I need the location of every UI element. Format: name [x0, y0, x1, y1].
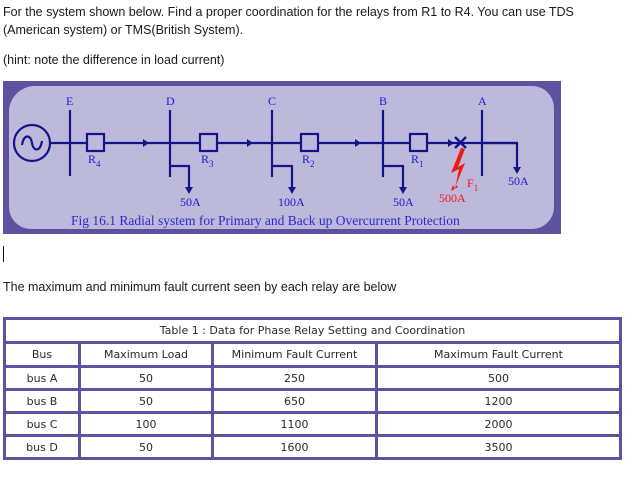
load-label-a: 50A [508, 174, 529, 188]
fault-x-icon [454, 136, 467, 149]
relay-label-r2: R2 [302, 152, 315, 169]
table-row: bus D 50 1600 3500 [3, 434, 622, 460]
cell-bus: bus D [3, 434, 81, 460]
fault-label: F1 [467, 176, 478, 193]
cell-min-fault: 1600 [211, 434, 378, 460]
cell-max-load: 50 [78, 434, 214, 460]
cell-max-load: 50 [78, 365, 214, 391]
text-cursor [3, 246, 4, 262]
bus-label-a: A [478, 94, 487, 108]
load-branch-a [482, 141, 519, 169]
cell-max-fault: 2000 [375, 411, 622, 437]
table-row: bus A 50 250 500 [3, 365, 622, 391]
column-header-max-fault: Maximum Fault Current [375, 341, 622, 368]
load-arrow-icon [513, 167, 521, 174]
radial-system-figure: E D C B A R4 R3 R2 R1 50A 100A 50A 50A F… [3, 81, 561, 234]
load-label-d: 50A [180, 195, 201, 209]
bus-label-e: E [66, 94, 73, 108]
bus-label-c: C [268, 94, 276, 108]
table-row: bus C 100 1100 2000 [3, 411, 622, 437]
load-branch-c [272, 164, 294, 189]
load-branch-b [383, 164, 405, 189]
question-paragraph: For the system shown below. Find a prope… [3, 5, 574, 37]
flow-arrow-icon [448, 139, 454, 147]
load-label-c: 100A [278, 195, 305, 209]
flow-arrow-icon [247, 139, 253, 147]
figure-panel [9, 86, 554, 229]
relay-label-r3: R3 [201, 152, 214, 169]
cell-min-fault: 1100 [211, 411, 378, 437]
cell-bus: bus A [3, 365, 81, 391]
bus-label-b: B [379, 94, 387, 108]
fault-current-label: 500A [439, 191, 466, 205]
relay-r4-box [85, 132, 106, 153]
cell-max-load: 50 [78, 388, 214, 414]
relay-label-r4: R4 [88, 152, 101, 169]
relay-r1-box [408, 132, 429, 153]
cell-max-fault: 1200 [375, 388, 622, 414]
load-arrow-icon [288, 187, 296, 194]
load-arrow-icon [185, 187, 193, 194]
column-header-bus: Bus [3, 341, 81, 368]
cell-max-fault: 500 [375, 365, 622, 391]
cell-bus: bus B [3, 388, 81, 414]
relay-data-table: Table 1 : Data for Phase Relay Setting a… [3, 317, 622, 460]
table-header-row: Bus Maximum Load Minimum Fault Current M… [3, 341, 622, 368]
flow-arrow-icon [143, 139, 149, 147]
column-header-max-load: Maximum Load [78, 341, 214, 368]
bus-label-d: D [166, 94, 175, 108]
cell-min-fault: 650 [211, 388, 378, 414]
cell-max-load: 100 [78, 411, 214, 437]
cell-max-fault: 3500 [375, 434, 622, 460]
relay-label-r1: R1 [411, 152, 424, 169]
generator-icon [12, 123, 52, 163]
cell-min-fault: 250 [211, 365, 378, 391]
relay-r2-box [299, 132, 320, 153]
table-row: bus B 50 650 1200 [3, 388, 622, 414]
flow-arrow-icon [355, 139, 361, 147]
relay-r3-box [198, 132, 219, 153]
load-label-b: 50A [393, 195, 414, 209]
fault-lightning-icon [451, 148, 465, 191]
column-header-min-fault: Minimum Fault Current [211, 341, 378, 368]
figure-caption: Fig 16.1 Radial system for Primary and B… [71, 213, 460, 228]
table-title: Table 1 : Data for Phase Relay Setting a… [3, 317, 622, 344]
table-intro-paragraph: The maximum and minimum fault current se… [3, 280, 397, 294]
hint-paragraph: (hint: note the difference in load curre… [3, 53, 225, 67]
load-branch-d [170, 164, 191, 189]
load-arrow-icon [399, 187, 407, 194]
cell-bus: bus C [3, 411, 81, 437]
